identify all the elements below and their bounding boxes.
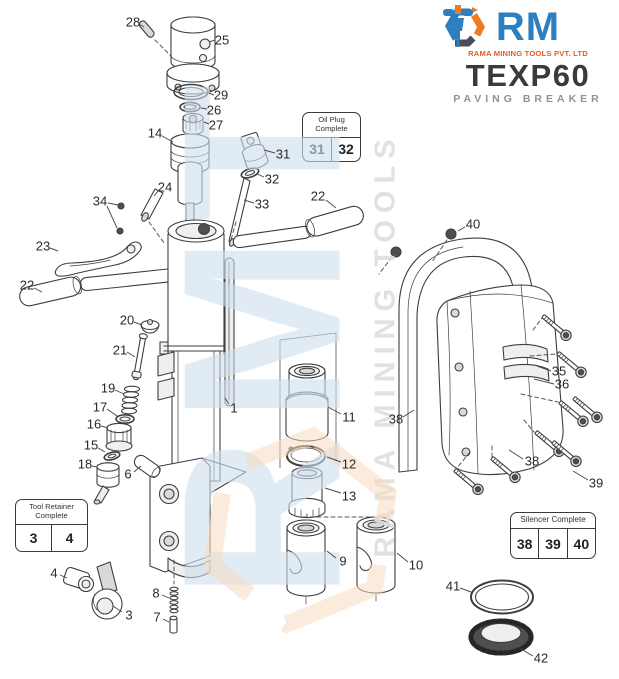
part-4-roller <box>62 566 95 593</box>
part-label-25: 25 <box>214 32 230 48</box>
callout-cell-3: 3 <box>29 529 38 546</box>
callout-cell-38: 38 <box>516 535 533 552</box>
part-31-oil-plug <box>240 131 269 170</box>
part-label-38: 38 <box>388 411 404 427</box>
part-35-strap <box>502 343 549 363</box>
part-label-26: 26 <box>206 102 222 118</box>
part-label-31: 31 <box>275 146 291 162</box>
logo-rm-text: RM <box>495 5 561 49</box>
part-34-pins <box>116 202 125 235</box>
part-label-40: 40 <box>465 216 481 232</box>
part-label-27: 27 <box>208 117 224 133</box>
part-label-23: 23 <box>35 238 51 254</box>
part-label-6: 6 <box>124 466 132 482</box>
part-label-3: 3 <box>125 607 133 623</box>
part-label-17: 17 <box>92 399 108 415</box>
part-label-7: 7 <box>153 609 161 625</box>
part-6-pin <box>133 454 161 479</box>
model-name-text: TEXP60 <box>465 58 591 93</box>
part-label-36: 36 <box>554 376 570 392</box>
part-label-42: 42 <box>533 650 549 666</box>
company-name-text: RAMA MINING TOOLS PVT. LTD <box>468 49 588 58</box>
part-label-18: 18 <box>77 456 93 472</box>
part-21-rod <box>131 333 148 381</box>
part-27-nut <box>182 112 204 136</box>
part-label-29: 29 <box>213 87 229 103</box>
part-29-o-ring <box>173 83 209 101</box>
callout-cell-39: 39 <box>538 529 566 558</box>
part-26-ring <box>179 101 201 113</box>
callout-oil-plug-title: Oil Plug Complete <box>315 115 348 134</box>
part-15-ring <box>103 451 121 461</box>
part-label-4: 4 <box>50 565 58 581</box>
part-label-21: 21 <box>112 342 128 358</box>
part-label-22: 22 <box>310 188 326 204</box>
part-label-20: 20 <box>119 312 135 328</box>
part-label-11: 11 <box>342 409 356 425</box>
part-label-22: 22 <box>19 277 35 293</box>
part-22-left-grip <box>19 268 176 307</box>
part-label-8: 8 <box>152 585 160 601</box>
part-label-32: 32 <box>264 171 280 187</box>
part-22-right-grip <box>232 205 364 249</box>
part-label-38: 38 <box>524 453 540 469</box>
part-38-silencer-shell <box>436 284 564 476</box>
part-14-piston <box>170 133 210 223</box>
part-label-34: 34 <box>92 193 108 209</box>
callout-cell-31: 31 <box>309 141 325 158</box>
part-label-16: 16 <box>86 416 102 432</box>
part-24-pin <box>140 188 165 244</box>
part-28-pin <box>138 20 173 58</box>
part-20-valve <box>140 318 160 334</box>
part-label-33: 33 <box>254 196 270 212</box>
callout-silencer-title: Silencer Complete <box>520 515 586 524</box>
part-32-washer <box>240 167 260 179</box>
callout-cell-32: 32 <box>331 137 360 161</box>
part-25-backhead-cap <box>166 16 220 95</box>
part-label-41: 41 <box>445 578 461 594</box>
part-39-bolts <box>453 314 603 496</box>
part-label-28: 28 <box>125 14 141 30</box>
part-13-sleeve <box>288 466 381 524</box>
part-12-snap-ring <box>286 445 326 467</box>
part-11-sleeve <box>285 363 329 442</box>
part-16-bushing <box>105 422 133 452</box>
part-label-9: 9 <box>339 553 347 569</box>
part-label-35: 35 <box>551 363 567 379</box>
part-18-valve-assembly <box>93 462 120 505</box>
callout-cell-40: 40 <box>566 529 595 558</box>
rmt-logo-block: RM RAMA MINING TOOLS PVT. LTD TEXP60 PAV… <box>443 4 613 105</box>
part-7-pin <box>169 615 178 634</box>
part-label-24: 24 <box>157 179 173 195</box>
part-3-retainer-latch <box>91 561 123 620</box>
callout-tool-retainer-title: Tool Retainer Complete <box>29 502 74 521</box>
part-17-washer <box>115 413 135 424</box>
part-label-15: 15 <box>83 437 99 453</box>
part-8-spring <box>169 586 179 614</box>
logo-breaker-t-icon <box>443 5 473 47</box>
part-label-13: 13 <box>341 488 357 504</box>
part-label-1: 1 <box>230 400 238 416</box>
part-label-39: 39 <box>588 475 604 491</box>
callout-cell-4: 4 <box>51 524 87 551</box>
part-19-spring <box>120 385 141 415</box>
rmt-logo: RM <box>443 4 613 54</box>
model-tagline-text: PAVING BREAKER <box>453 92 603 105</box>
part-9-cylinder <box>286 519 326 605</box>
part-label-19: 19 <box>100 380 116 396</box>
part-40-nuts <box>378 228 457 275</box>
part-41-o-ring <box>470 579 534 615</box>
part-23-throttle-lever <box>54 241 142 277</box>
part-label-14: 14 <box>147 125 163 141</box>
callout-oil-plug: Oil Plug Complete 31 32 <box>302 112 361 162</box>
part-42-ribbed-seal <box>468 618 534 656</box>
part-1-cylinder-body <box>149 219 247 585</box>
part-label-10: 10 <box>408 557 424 573</box>
part-10-cylinder <box>356 516 396 602</box>
part-label-12: 12 <box>341 456 357 472</box>
